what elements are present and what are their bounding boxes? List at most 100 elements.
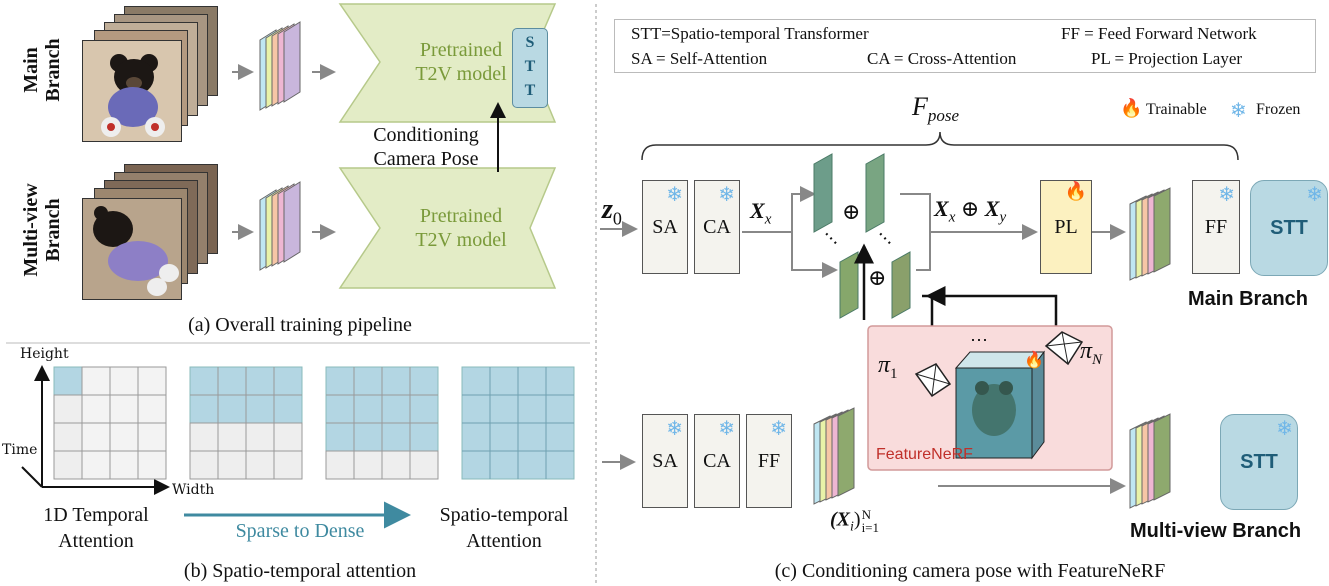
f-pose-symbol: F <box>912 92 928 121</box>
legend-ca: CA = Cross-Attention <box>867 49 1017 68</box>
sa-block-main: ❄ SA <box>642 180 688 274</box>
teddy-bear-icon <box>83 41 181 141</box>
stt-block-multi-label: STT <box>1240 450 1278 473</box>
f-pose-label: Fpose <box>912 92 959 126</box>
ff-block-multi-label: FF <box>757 449 781 472</box>
sparse-to-dense-label: Sparse to Dense <box>235 520 365 542</box>
pi1-symbol: π <box>878 352 891 378</box>
caption-c: (c) Conditioning camera pose with Featur… <box>774 560 1166 582</box>
pin-symbol: π <box>1080 338 1093 364</box>
nerf-trainable-flame-icon: 🔥 <box>1024 350 1044 369</box>
legend-box: STT=Spatio-temporal Transformer FF = Fee… <box>614 19 1316 73</box>
pin-label: πN <box>1080 338 1102 369</box>
conditioning-camera-pose-label: Conditioning Camera Pose <box>373 124 479 170</box>
xx-feature-tile-bottom-left <box>839 251 859 319</box>
frozen-snowflake-icon: ❄ <box>770 416 787 440</box>
frozen-snowflake-icon: ❄ <box>1306 182 1323 206</box>
attention-grid-2 <box>189 366 303 480</box>
xx-plus-xy-label: Xx ⊕ Xy <box>934 196 1006 226</box>
legend-pl: PL = Projection Layer <box>1091 49 1243 68</box>
frozen-label: Frozen <box>1256 101 1301 118</box>
xx-feature-tile-top-left <box>813 153 833 233</box>
stt-block-multi: ❄ STT <box>1220 414 1298 510</box>
z0-subscript: 0 <box>612 208 622 229</box>
featurenerf-label: FeatureNeRF <box>876 446 973 463</box>
teddy-bear-side-icon <box>83 199 181 299</box>
ca-block-multi: ❄ CA <box>694 414 740 508</box>
xx-feature-tile-top-right <box>865 153 885 233</box>
spatio-temporal-attention-label: Spatio-temporal Attention <box>439 504 569 552</box>
f-pose-subscript: pose <box>927 106 960 126</box>
stt-small-label: S T T <box>524 34 536 99</box>
frozen-snowflake-icon: ❄ <box>666 182 683 206</box>
xi-range-subscript: i=1 <box>861 520 880 535</box>
temporal-attention-label: 1D Temporal Attention <box>43 504 149 552</box>
trainable-flame-icon: 🔥 <box>1064 181 1087 202</box>
ff-block-multi: ❄ FF <box>746 414 792 508</box>
pretrained-model-multi-label: Pretrained T2V model <box>415 205 507 251</box>
attention-grid-1d <box>53 366 167 480</box>
featurenerf-cube <box>954 350 1045 460</box>
z0-symbol: z <box>602 194 613 225</box>
axis-width-label: Width <box>172 482 215 498</box>
xx-subscript: x <box>764 211 772 228</box>
caption-a: (a) Overall training pipeline <box>188 314 412 336</box>
ca-block-multi-label: CA <box>703 449 731 472</box>
trainable-label: Trainable <box>1146 101 1207 118</box>
ca-block-main-label: CA <box>703 215 731 238</box>
attention-grid-3 <box>325 366 439 480</box>
xi-close-paren: ) <box>853 508 861 531</box>
pretrained-model-main-shape <box>338 3 557 123</box>
panel-a-graphics <box>232 3 557 289</box>
frozen-snowflake-icon: ❄ <box>718 416 735 440</box>
frozen-snowflake-icon: ❄ <box>666 416 683 440</box>
frozen-snowflake-icon: ❄ <box>1276 416 1293 440</box>
panel-c-graphics <box>600 131 1239 509</box>
legend-stt: STT=Spatio-temporal Transformer <box>631 24 869 43</box>
frozen-snowflake-icon: ❄ <box>1218 182 1235 206</box>
pretrained-model-main-label: Pretrained T2V model <box>415 39 507 85</box>
xx-feature-tile-bottom-right <box>891 251 911 319</box>
camera-pin-icon <box>1044 331 1084 366</box>
pl-block: 🔥 PL <box>1040 180 1092 274</box>
pretrained-model-multi-shape <box>338 167 557 289</box>
xx-label: Xx <box>750 198 771 228</box>
panel-b-graphics <box>21 365 575 529</box>
axis-height-label: Height <box>20 346 69 362</box>
z0-label: z0 <box>602 194 622 230</box>
sa-block-multi: ❄ SA <box>642 414 688 508</box>
main-branch-label: Main Branch <box>1188 288 1309 310</box>
xi-feature-stack <box>813 407 855 505</box>
multiview-output-feature-stack <box>1129 413 1171 509</box>
main-output-feature-stack <box>1129 187 1171 281</box>
ff-block-main-label: FF <box>1204 215 1228 238</box>
xi-subscript: i <box>850 519 854 535</box>
cameras-dots: ⋯ <box>970 330 988 351</box>
xi-range-superscript: N <box>861 507 871 522</box>
sa-block-main-label: SA <box>652 215 678 238</box>
oplus-bottom: ⊕ <box>868 266 887 291</box>
ff-block-main: ❄ FF <box>1192 180 1240 274</box>
feature-stack-main <box>259 21 301 111</box>
xx-subscript-2: x <box>948 209 956 226</box>
pi1-subscript: 1 <box>890 365 898 382</box>
xx-symbol: X <box>750 198 765 223</box>
xi-symbol: (X <box>830 508 850 531</box>
teddy-side-photo <box>82 198 182 300</box>
pin-subscript: N <box>1092 351 1103 368</box>
stt-block-main: ❄ STT <box>1250 180 1328 276</box>
oplus-top: ⊕ <box>842 200 861 225</box>
axis-time-label: Time <box>2 442 38 458</box>
stt-block-main-label: STT <box>1270 216 1308 239</box>
legend-ff: FF = Feed Forward Network <box>1061 24 1257 43</box>
attention-grid-full <box>461 366 575 480</box>
xy-symbol: X <box>984 196 1000 221</box>
xx-symbol-2: X <box>934 196 949 221</box>
sa-block-multi-label: SA <box>652 449 678 472</box>
stt-small-block: S T T <box>512 28 548 108</box>
teddy-photo <box>82 40 182 142</box>
xy-subscript: y <box>999 209 1007 226</box>
caption-b: (b) Spatio-temporal attention <box>183 560 417 582</box>
